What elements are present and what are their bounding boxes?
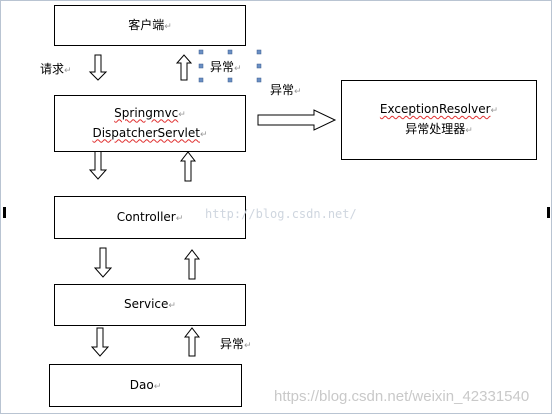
request-label: 请求: [40, 62, 65, 76]
controller-label: Controller: [116, 209, 176, 224]
paragraph-mark: ↵: [153, 381, 162, 392]
left-edge-marker: [3, 207, 6, 218]
watermark-bottom: https://blog.csdn.net/weixin_42331540: [274, 388, 530, 405]
exception-label-resolver: 异常: [270, 83, 295, 97]
paragraph-mark: ↵: [294, 87, 302, 97]
exception-label-client-wrap: 异常↵: [210, 60, 242, 76]
exception-handler-label: 异常处理器: [405, 122, 466, 136]
exception-label-client: 异常: [210, 60, 235, 74]
arrow-down-to-service: [93, 247, 113, 278]
dispatcher-servlet-label: DispatcherServlet: [92, 125, 200, 140]
request-label-wrap: 请求↵: [40, 62, 72, 78]
paragraph-mark: ↵: [164, 21, 172, 32]
request-arrow-down: [88, 54, 108, 81]
paragraph-mark: ↵: [244, 341, 252, 351]
exception-arrow-up-to-client: [175, 54, 193, 81]
service-box: Service↵: [54, 284, 246, 326]
paragraph-mark: ↵: [175, 213, 184, 224]
arrow-down-to-dao: [90, 327, 110, 357]
arrow-up-to-service: [183, 327, 201, 357]
paragraph-mark: ↵: [234, 64, 242, 74]
right-edge-marker: [547, 207, 550, 218]
exception-label-resolver-wrap: 异常↵: [270, 83, 302, 99]
exception-label-dao: 异常: [220, 337, 245, 351]
exception-label-dao-wrap: 异常↵: [220, 337, 252, 353]
springmvc-label: Springmvc: [114, 105, 179, 120]
paragraph-mark: ↵: [168, 301, 176, 311]
watermark-center: http://blog.csdn.net/: [205, 207, 357, 221]
dao-label: Dao: [129, 377, 154, 392]
dao-box: Dao↵: [49, 364, 242, 407]
arrow-down-to-controller: [88, 149, 108, 180]
arrow-up-to-controller: [183, 249, 201, 280]
exception-resolver-box: ExceptionResolver↵ 异常处理器↵: [341, 80, 537, 160]
paragraph-mark: ↵: [490, 106, 499, 116]
arrow-up-to-springmvc: [179, 151, 197, 182]
paragraph-mark: ↵: [64, 66, 72, 76]
controller-box: Controller↵: [54, 196, 246, 239]
exception-resolver-label: ExceptionResolver: [379, 102, 491, 116]
paragraph-mark: ↵: [199, 129, 208, 140]
client-box: 客户端↵: [54, 5, 246, 46]
paragraph-mark: ↵: [465, 126, 473, 136]
paragraph-mark: ↵: [178, 109, 186, 120]
service-label: Service: [124, 297, 169, 311]
exception-arrow-right: [257, 109, 337, 131]
client-label: 客户端: [128, 17, 165, 32]
springmvc-box: Springmvc↵ DispatcherServlet↵: [54, 95, 246, 152]
selection-handles: [198, 49, 262, 83]
